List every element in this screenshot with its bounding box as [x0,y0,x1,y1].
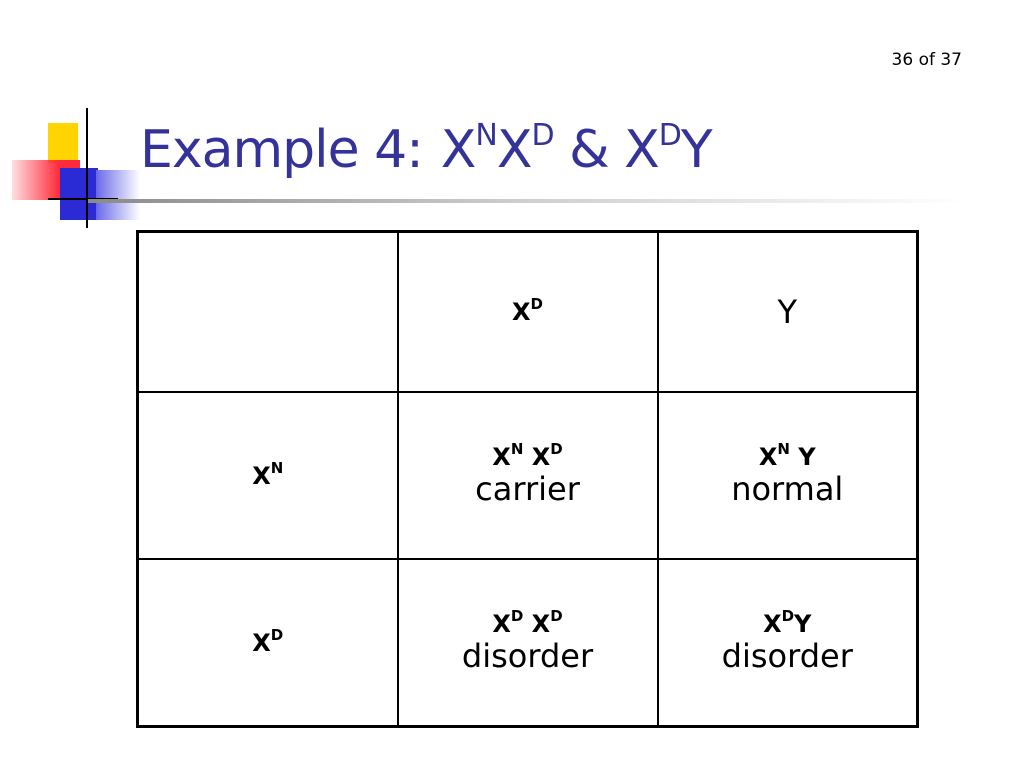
table-cell: XDY disorder [656,558,919,728]
header-cell-1: XD [396,230,659,393]
row-label-cell: XN [136,390,399,561]
cell-genotype: XN Y [758,439,816,471]
table-header-row: XD Y [136,230,919,393]
logo-horizontal-line [48,198,118,200]
header-genotype-2: Y [777,292,798,331]
title-underline-rule [88,199,968,203]
title-lead: Example 4: [140,120,424,180]
table-row: XD XD XD disorder XDY disorder [136,558,919,728]
punnett-square-table: XD Y XN XN XD carrier XN Y normal XD [136,230,919,728]
slide-title: Example 4: XNXD & XDY [140,117,713,180]
cell-phenotype: carrier [475,469,580,508]
row-label-genotype: XD [252,625,284,657]
cell-phenotype: disorder [721,637,853,676]
logo-yellow-square [48,123,78,163]
header-cell-2: Y [656,230,919,393]
title-ampersand: & [569,120,610,180]
cell-genotype: XN XD [492,439,563,471]
cell-phenotype: normal [731,469,844,508]
logo-blue-fade [96,170,140,220]
page-number: 36 of 37 [891,50,962,70]
cell-phenotype: disorder [461,637,594,676]
table-cell: XN XD carrier [396,390,659,561]
header-genotype-1: XD [512,295,543,327]
logo-vertical-line [86,108,88,228]
logo-blue-square [60,168,98,220]
table-corner-cell [136,230,399,393]
table-cell: XD XD disorder [396,558,659,728]
row-label-cell: XD [136,558,399,728]
cell-genotype: XD XD [492,606,563,638]
title-genotype-2: XDY [624,117,712,180]
slide-logo-decoration [0,0,1024,240]
title-genotype-1: XNXD [440,117,555,180]
cell-genotype: XDY [763,606,812,638]
table-row: XN XN XD carrier XN Y normal [136,390,919,561]
table-cell: XN Y normal [656,390,919,561]
row-label-genotype: XN [252,458,284,490]
